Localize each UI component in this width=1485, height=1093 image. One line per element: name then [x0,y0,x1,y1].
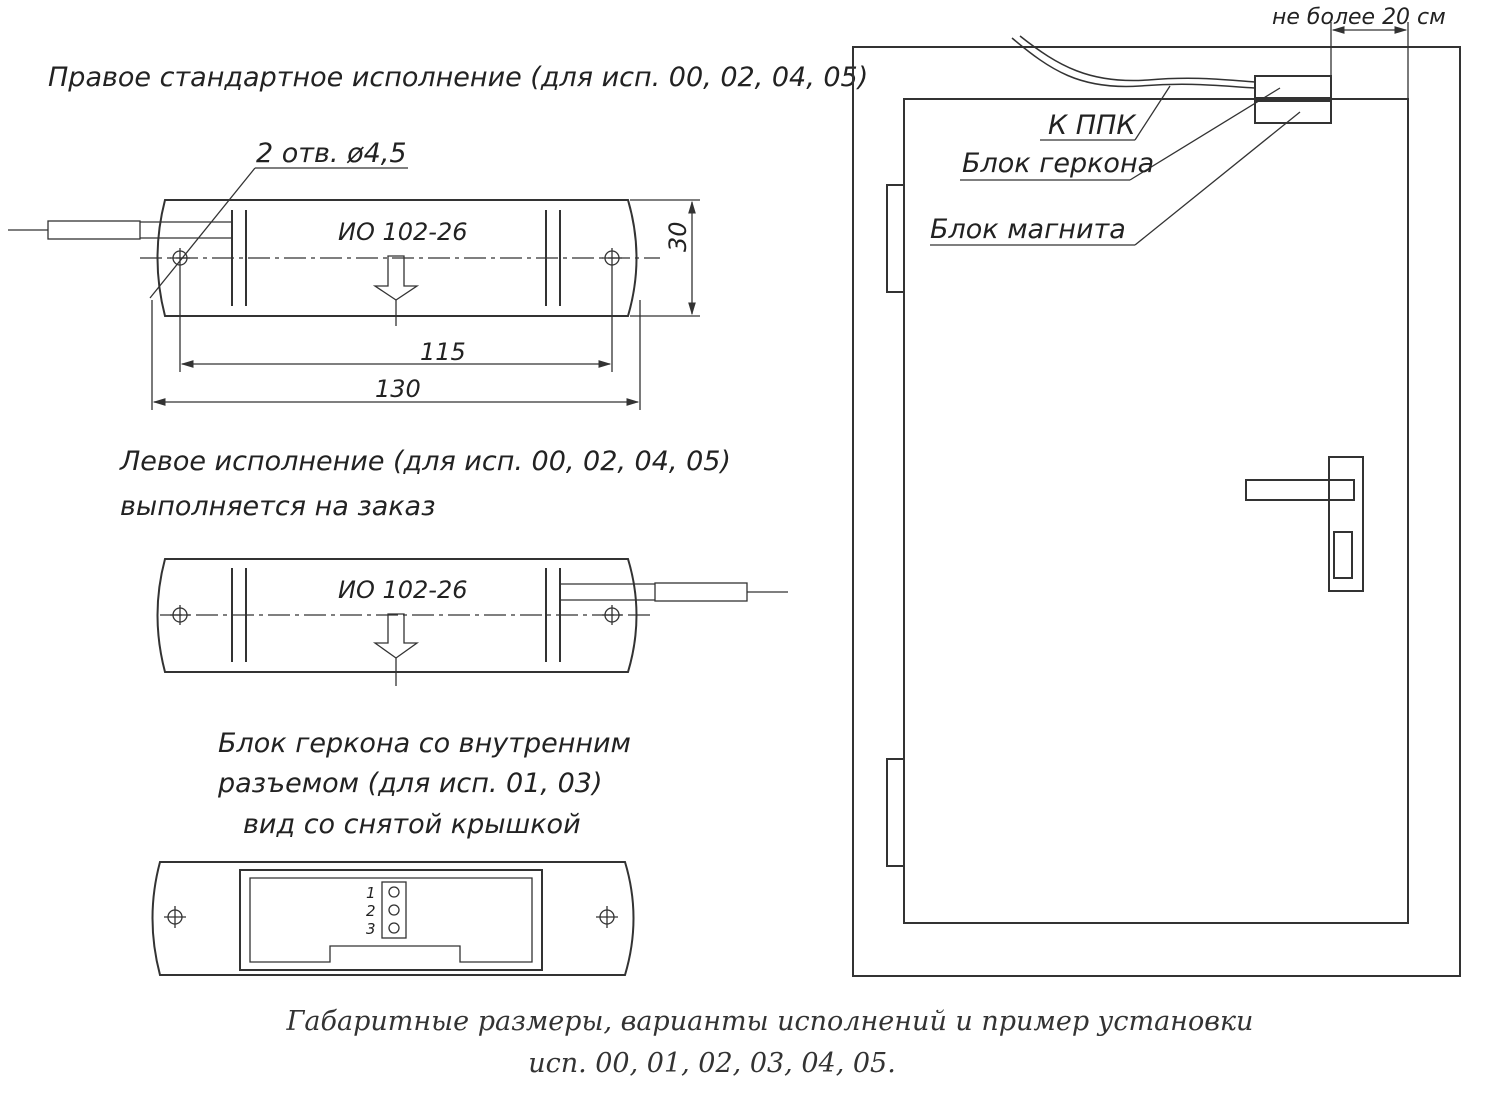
reed-block-rect [1254,75,1332,99]
reed-internal-title-line1: Блок геркона со внутренним [218,728,631,759]
terminal-1-label: 1 [366,884,376,902]
ppk-leader [1134,85,1171,141]
left-variant-cable [560,582,788,602]
reed-block-label: Блок геркона [962,148,1154,179]
left-variant-housing [156,558,650,686]
door-frame [852,46,1461,977]
dim-115 [179,268,613,372]
dim-130 [151,300,641,410]
dim-30-label: 30 [664,221,692,252]
reed-block-leader [1129,87,1281,181]
right-variant-housing [140,199,660,326]
caption-line2: исп. 00, 01, 02, 03, 04, 05. [528,1048,896,1079]
left-variant-title-line2: выполняется на заказ [120,491,435,522]
right-variant-title: Правое стандартное исполнение (для исп. … [48,62,868,93]
dim-30 [630,199,700,317]
terminal-block [381,881,407,939]
to-ppk-label: К ППК [1048,110,1137,141]
reed-internal-title-line2: разъемом (для исп. 01, 03) [217,768,602,799]
magnet-block-rect [1254,100,1332,124]
holes-label: 2 отв. ø4,5 [256,138,407,169]
reed-internal-housing [151,861,635,976]
caption-line1: Габаритные размеры, варианты исполнений … [286,1006,1254,1037]
dim-130-label: 130 [375,375,421,403]
left-variant-title-line1: Левое исполнение (для исп. 00, 02, 04, 0… [119,446,731,477]
cable-to-ppk [1011,37,1256,89]
right-variant-model-label: ИО 102-26 [338,218,467,246]
reed-and-magnet-blocks [1254,75,1332,124]
holes-leader [149,167,256,299]
magnet-block-leader [1134,111,1301,246]
max-distance-label: не более 20 см [1272,5,1446,30]
max-distance-dimension [1330,22,1409,99]
door-handle [1245,456,1364,592]
terminal-2-label: 2 [366,902,376,920]
terminal-3-label: 3 [366,920,376,938]
magnet-block-label: Блок магнита [930,214,1126,245]
reed-internal-title-line3: вид со снятой крышкой [243,809,581,840]
right-variant-cable [8,220,232,240]
dim-115-label: 115 [420,338,466,366]
left-variant-model-label: ИО 102-26 [338,576,467,604]
